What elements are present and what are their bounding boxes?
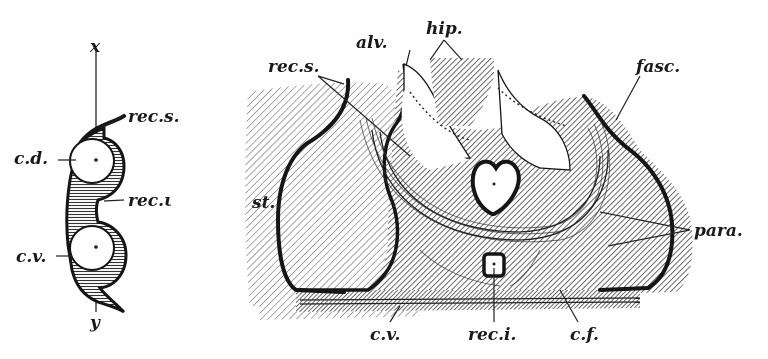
label-fasc: fasc. (635, 57, 680, 77)
left-figure: x rec.s. c.d. rec.ι c.v. y (14, 37, 180, 333)
label-rec-i-left: rec.ι (128, 191, 172, 211)
label-alv: alv. (356, 33, 388, 53)
label-hip: hip. (426, 19, 463, 39)
label-c-d: c.d. (14, 149, 48, 169)
label-st: st. (251, 193, 275, 213)
hip-mass (430, 58, 494, 126)
ventral-circle (70, 226, 114, 270)
label-para: para. (694, 221, 743, 241)
label-rec-i-right: rec.i. (468, 325, 516, 345)
label-x: x (89, 37, 101, 57)
right-figure: hip. alv. rec.s. fasc. st. para. c.v. re… (245, 19, 743, 345)
label-c-v-right: c.v. (370, 325, 400, 345)
dorsal-circle (70, 139, 114, 183)
label-c-f: c.f. (570, 325, 599, 345)
label-rec-s-right: rec.s. (268, 57, 320, 77)
label-rec-s-left: rec.s. (128, 107, 180, 127)
floor-strip (296, 290, 640, 312)
label-y: y (89, 313, 101, 333)
label-c-v-left: c.v. (16, 247, 46, 267)
